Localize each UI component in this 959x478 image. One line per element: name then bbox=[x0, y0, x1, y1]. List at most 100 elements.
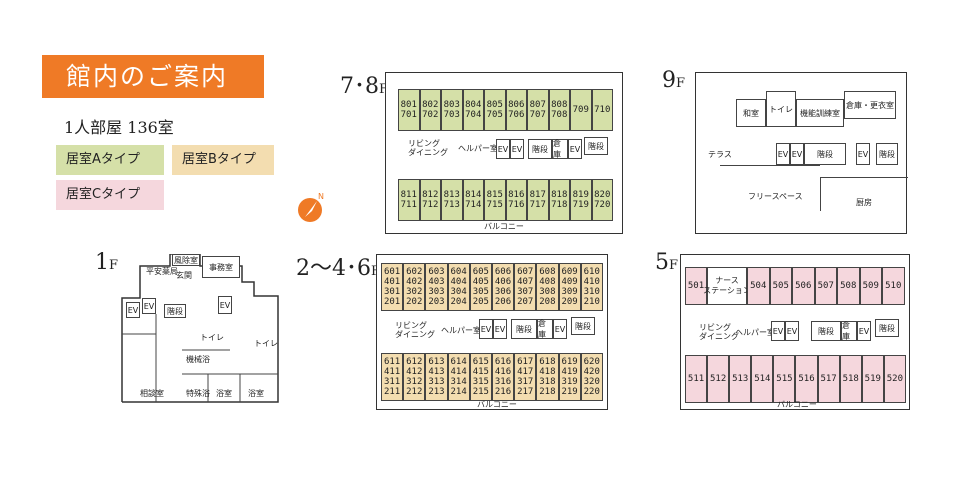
room-number: 213 bbox=[428, 387, 445, 397]
entrance-label: 玄関 bbox=[176, 271, 192, 280]
room-number: 803 bbox=[443, 100, 460, 110]
room-510: 510 bbox=[882, 267, 905, 305]
room-509: 509 bbox=[859, 267, 882, 305]
room-number: 410 bbox=[583, 277, 600, 287]
room-number: 511 bbox=[687, 374, 705, 384]
room-number: 416 bbox=[494, 367, 512, 377]
ev-3: EV bbox=[857, 321, 871, 341]
room-507: 507 bbox=[814, 267, 837, 305]
room-number: 304 bbox=[450, 287, 467, 297]
room-506: 506 bbox=[792, 267, 815, 305]
room-number: 815 bbox=[486, 190, 503, 200]
room-number: 814 bbox=[465, 190, 482, 200]
room-number: 409 bbox=[561, 277, 578, 287]
room-number: 302 bbox=[406, 287, 423, 297]
kitchen-label: 厨房 bbox=[856, 198, 872, 207]
room-number: 301 bbox=[383, 287, 401, 297]
room-number: 617 bbox=[517, 357, 534, 367]
room-number: 208 bbox=[539, 297, 556, 307]
training-room: 機能訓練室 bbox=[796, 99, 844, 127]
room-516: 516 bbox=[795, 355, 818, 403]
room-number: 404 bbox=[450, 277, 467, 287]
ev-3: EV bbox=[568, 139, 582, 159]
room-number: 805 bbox=[486, 100, 503, 110]
windbreak-room: 風除室 bbox=[172, 254, 200, 266]
room-513: 513 bbox=[729, 355, 752, 403]
room-number: 504 bbox=[750, 281, 767, 291]
floor-label-5: 5F bbox=[655, 250, 679, 275]
room-number: 418 bbox=[539, 367, 556, 377]
room-number: 710 bbox=[594, 105, 611, 115]
stairs-1: 階段 bbox=[811, 321, 841, 341]
ev-1: EV bbox=[771, 321, 785, 341]
room-number: 215 bbox=[472, 387, 489, 397]
room-number: 515 bbox=[776, 374, 793, 384]
room-number: 705 bbox=[486, 110, 503, 120]
room-number: 512 bbox=[710, 374, 727, 384]
room-number: 610 bbox=[583, 267, 600, 277]
room-number: 708 bbox=[551, 110, 568, 120]
room-number: 507 bbox=[817, 281, 834, 291]
room-number: 716 bbox=[508, 200, 525, 210]
japanese-room: 和室 bbox=[736, 99, 766, 127]
ev-2: EV bbox=[510, 139, 524, 159]
room-number: 514 bbox=[754, 374, 771, 384]
helper-room-label: ヘルパー室 bbox=[458, 144, 498, 153]
room-number: 714 bbox=[465, 200, 482, 210]
room-number: 707 bbox=[529, 110, 546, 120]
ev-2: EV bbox=[785, 321, 799, 341]
ev-1: EV bbox=[479, 319, 493, 339]
room-number: 306 bbox=[494, 287, 512, 297]
floor-label-246: 2〜4･6F bbox=[296, 256, 380, 281]
room-number: 311 bbox=[383, 377, 401, 387]
wall bbox=[720, 165, 820, 166]
room-number: 816 bbox=[508, 190, 525, 200]
room-number: 318 bbox=[539, 377, 556, 387]
room-710: 710 bbox=[591, 89, 613, 131]
floor-plan-9: 和室 トイレ 機能訓練室 倉庫・更衣室 テラス EV EV 階段 EV 階段 フ… bbox=[695, 72, 908, 234]
room-number: 401 bbox=[383, 277, 401, 287]
room-number: 310 bbox=[583, 287, 600, 297]
room-number: 808 bbox=[551, 100, 568, 110]
special-bath-label: 特殊浴 bbox=[186, 389, 210, 398]
room-number: 415 bbox=[472, 367, 489, 377]
stairs-2: 階段 bbox=[571, 317, 595, 335]
storage: 倉庫 bbox=[552, 139, 568, 159]
bath-label-1: 浴室 bbox=[216, 389, 232, 398]
room-number: 706 bbox=[508, 110, 525, 120]
room-number: 313 bbox=[428, 377, 445, 387]
floor-label-1: 1F bbox=[95, 250, 119, 275]
room-number: 704 bbox=[465, 110, 482, 120]
room-number: 807 bbox=[529, 100, 546, 110]
room-number: 217 bbox=[517, 387, 534, 397]
room-number: 419 bbox=[561, 367, 578, 377]
room-number: 412 bbox=[406, 367, 423, 377]
room-number: 202 bbox=[406, 297, 423, 307]
room-508: 508 bbox=[837, 267, 860, 305]
stairs-1: 階段 bbox=[804, 143, 846, 165]
room-number: 614 bbox=[450, 357, 467, 367]
room-number: 203 bbox=[428, 297, 445, 307]
room-number: 403 bbox=[428, 277, 445, 287]
room-709: 709 bbox=[570, 89, 592, 131]
ev-1: EV bbox=[496, 139, 510, 159]
room-number: 820 bbox=[594, 190, 611, 200]
ev-2: EV bbox=[142, 298, 156, 314]
